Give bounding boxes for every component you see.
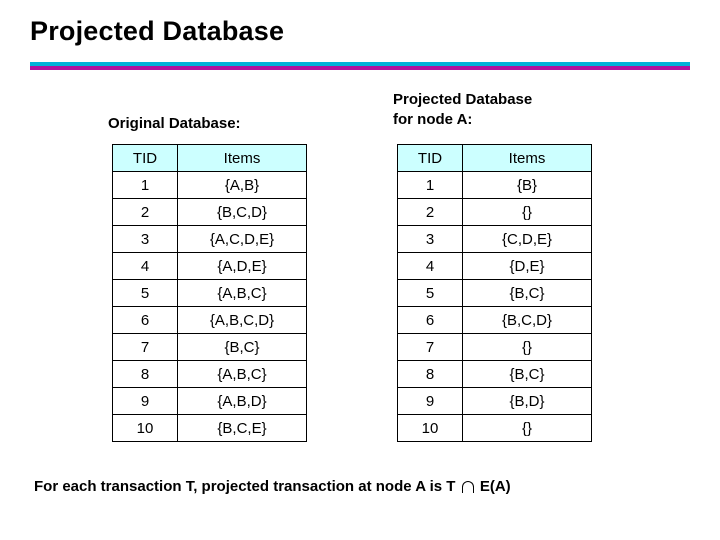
table-row: 7 {} <box>397 333 592 361</box>
table-row: 9 {B,D} <box>397 387 592 415</box>
cell-tid: 7 <box>397 333 463 361</box>
cell-items: {B,C,E} <box>177 414 307 442</box>
table-row: 6 {B,C,D} <box>397 306 592 334</box>
cell-tid: 9 <box>112 387 178 415</box>
table-row: 8 {B,C} <box>397 360 592 388</box>
table-row: 10 {} <box>397 414 592 442</box>
cell-items: {D,E} <box>462 252 592 280</box>
cell-tid: 2 <box>397 198 463 226</box>
title-rule-cyan <box>30 62 690 66</box>
cell-items: {A,D,E} <box>177 252 307 280</box>
table-row: 5 {A,B,C} <box>112 279 307 307</box>
original-table-body: 1 {A,B} 2 {B,C,D} 3 {A,C,D,E} 4 {A,D,E} … <box>112 171 307 442</box>
cell-tid: 6 <box>112 306 178 334</box>
table-row: 7 {B,C} <box>112 333 307 361</box>
title-rule-magenta <box>30 66 690 70</box>
cell-items: {B,C,D} <box>462 306 592 334</box>
projected-table-body: 1 {B} 2 {} 3 {C,D,E} 4 {D,E} 5 {B,C} 6 {… <box>397 171 592 442</box>
table-row: 2 {B,C,D} <box>112 198 307 226</box>
footnote: For each transaction T, projected transa… <box>34 478 511 495</box>
original-database-caption: Original Database: <box>108 115 241 132</box>
cell-items: {A,B,C} <box>177 279 307 307</box>
cell-tid: 5 <box>112 279 178 307</box>
cell-tid: 10 <box>112 414 178 442</box>
footnote-text-prefix: For each transaction T, projected transa… <box>34 478 456 495</box>
cell-tid: 1 <box>397 171 463 199</box>
cell-tid: 10 <box>397 414 463 442</box>
cell-tid: 1 <box>112 171 178 199</box>
page-title: Projected Database <box>30 16 285 46</box>
cell-tid: 9 <box>397 387 463 415</box>
table-row: 1 {A,B} <box>112 171 307 199</box>
table-header-row: TID Items <box>112 144 307 172</box>
cell-items: {B,C} <box>462 279 592 307</box>
column-header-items: Items <box>462 144 592 172</box>
table-row: 5 {B,C} <box>397 279 592 307</box>
cell-items: {A,B} <box>177 171 307 199</box>
cell-items: {A,B,D} <box>177 387 307 415</box>
cell-tid: 5 <box>397 279 463 307</box>
cell-items: {B,D} <box>462 387 592 415</box>
cell-tid: 4 <box>112 252 178 280</box>
cell-items: {} <box>462 414 592 442</box>
column-header-items: Items <box>177 144 307 172</box>
cell-items: {} <box>462 198 592 226</box>
table-row: 3 {C,D,E} <box>397 225 592 253</box>
cell-items: {A,C,D,E} <box>177 225 307 253</box>
cell-items: {B,C,D} <box>177 198 307 226</box>
table-row: 1 {B} <box>397 171 592 199</box>
column-header-tid: TID <box>112 144 178 172</box>
cell-tid: 3 <box>397 225 463 253</box>
cell-tid: 2 <box>112 198 178 226</box>
footnote-text-suffix: E(A) <box>479 478 511 495</box>
column-header-tid: TID <box>397 144 463 172</box>
table-row: 10 {B,C,E} <box>112 414 307 442</box>
cell-items: {} <box>462 333 592 361</box>
table-row: 8 {A,B,C} <box>112 360 307 388</box>
cell-items: {B,C} <box>177 333 307 361</box>
cell-items: {A,B,C} <box>177 360 307 388</box>
cell-items: {B} <box>462 171 592 199</box>
table-row: 2 {} <box>397 198 592 226</box>
intersection-icon <box>460 479 476 493</box>
cell-tid: 8 <box>112 360 178 388</box>
original-database-table: TID Items 1 {A,B} 2 {B,C,D} 3 {A,C,D,E} … <box>112 144 307 442</box>
cell-items: {B,C} <box>462 360 592 388</box>
cell-tid: 4 <box>397 252 463 280</box>
projected-database-caption: Projected Database for node A: <box>393 90 532 131</box>
cell-items: {A,B,C,D} <box>177 306 307 334</box>
table-row: 6 {A,B,C,D} <box>112 306 307 334</box>
cell-tid: 7 <box>112 333 178 361</box>
table-row: 4 {A,D,E} <box>112 252 307 280</box>
cell-tid: 6 <box>397 306 463 334</box>
projected-caption-line-1: Projected Database <box>393 91 533 108</box>
table-row: 3 {A,C,D,E} <box>112 225 307 253</box>
cell-tid: 8 <box>397 360 463 388</box>
table-header-row: TID Items <box>397 144 592 172</box>
projected-caption-line-2: for node A: <box>393 111 473 129</box>
projected-database-table: TID Items 1 {B} 2 {} 3 {C,D,E} 4 {D,E} 5… <box>397 144 592 442</box>
cell-items: {C,D,E} <box>462 225 592 253</box>
table-row: 9 {A,B,D} <box>112 387 307 415</box>
cell-tid: 3 <box>112 225 178 253</box>
table-row: 4 {D,E} <box>397 252 592 280</box>
